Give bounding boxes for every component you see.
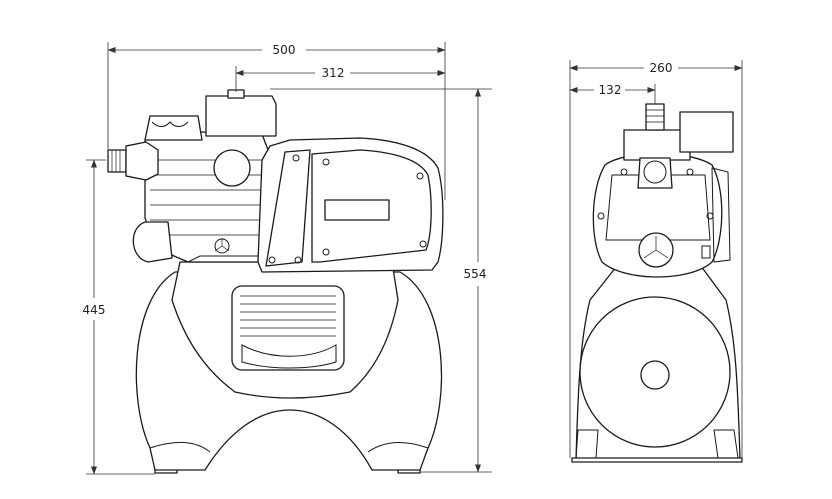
housing-handle bbox=[241, 344, 337, 369]
front-view bbox=[107, 89, 444, 474]
dimension-labels: 500 312 554 445 260 132 bbox=[83, 43, 673, 317]
vent-grille bbox=[240, 295, 336, 337]
dim-label-side-outlet-offset: 132 bbox=[599, 83, 622, 97]
dim-label-overall-width: 500 bbox=[273, 43, 296, 57]
top-fitting-detail bbox=[151, 121, 189, 127]
control-screws bbox=[268, 154, 427, 264]
side-outlet-thread bbox=[645, 103, 665, 131]
side-pump-frame bbox=[605, 174, 711, 241]
side-view bbox=[571, 103, 743, 463]
side-foot-right bbox=[713, 429, 739, 459]
pressure-switch-box bbox=[205, 95, 277, 137]
side-switch-box bbox=[679, 111, 734, 153]
top-fitting bbox=[144, 115, 203, 141]
dim-label-side-width: 260 bbox=[650, 61, 673, 75]
side-control-edge bbox=[711, 167, 731, 263]
side-tank-valve bbox=[640, 360, 670, 390]
dim-label-motor-to-end: 312 bbox=[322, 66, 345, 80]
dimension-lines bbox=[86, 42, 743, 475]
dim-label-outlet-height: 445 bbox=[83, 303, 106, 317]
motor-cap bbox=[213, 149, 251, 187]
dim-label-overall-height: 554 bbox=[464, 267, 487, 281]
tank-edge-left bbox=[149, 441, 211, 453]
outlet-thread bbox=[107, 149, 127, 173]
body-joint bbox=[187, 255, 258, 263]
control-display bbox=[324, 199, 390, 221]
side-fan-blades bbox=[643, 236, 669, 259]
inlet-fitting bbox=[132, 221, 173, 263]
fan-symbol bbox=[214, 238, 230, 254]
side-outlet-body bbox=[623, 129, 691, 161]
tank-edge-right bbox=[367, 441, 429, 453]
side-small-part bbox=[701, 245, 711, 259]
outlet-nut bbox=[125, 141, 159, 181]
side-base bbox=[571, 457, 743, 463]
control-side-panel bbox=[265, 149, 311, 267]
side-foot-left bbox=[575, 429, 599, 459]
